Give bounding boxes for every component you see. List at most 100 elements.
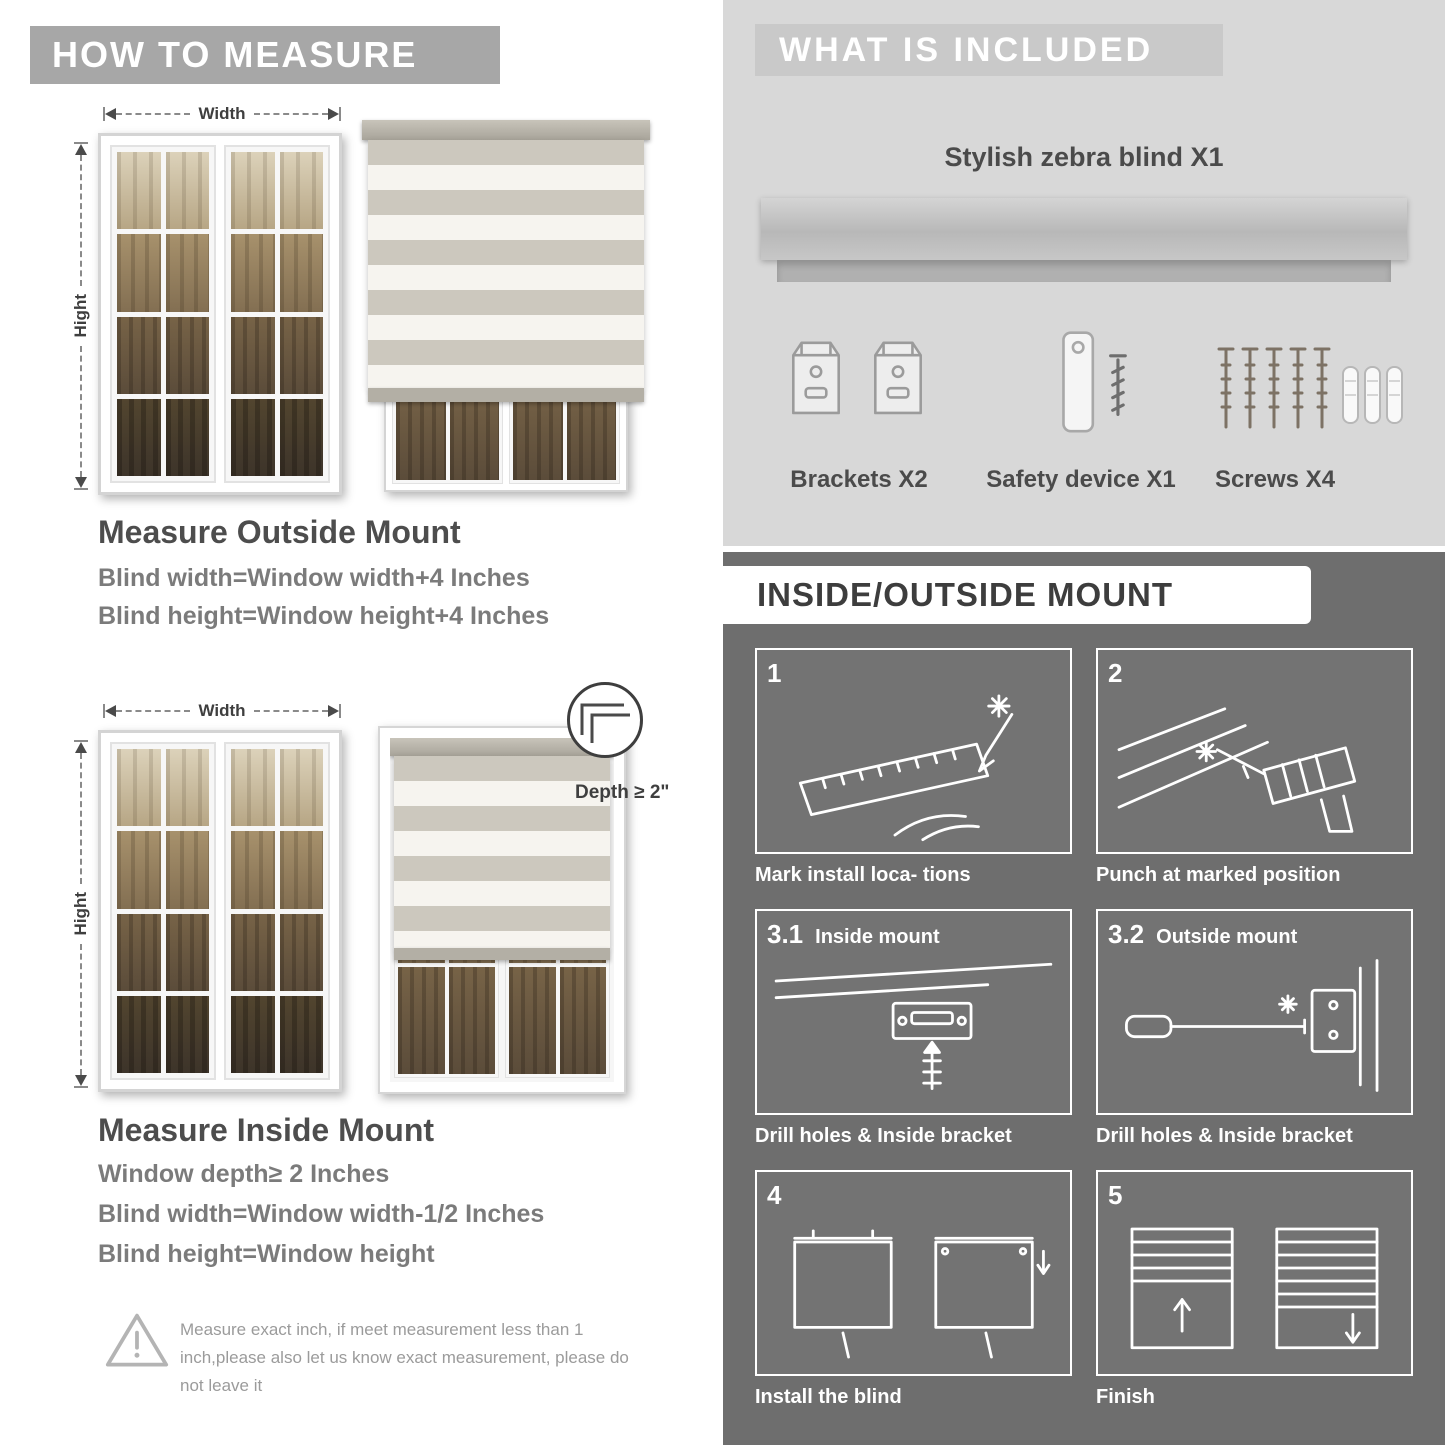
window-pane [231, 316, 275, 394]
step-number: 4 [767, 1180, 782, 1210]
blind-headrail [362, 120, 650, 140]
outside-width-formula: Blind width=Window width+4 Inches [98, 564, 530, 592]
window-pane [165, 398, 209, 476]
safety-device-icon [1053, 328, 1141, 443]
width-arrow-label: Width [198, 104, 246, 123]
measurement-warning-text: Measure exact inch, if meet measurement … [180, 1320, 629, 1396]
window-pane [165, 234, 209, 312]
inside-width-arrow: Width [103, 701, 341, 720]
outside-height-formula: Blind height=Window height+4 Inches [98, 602, 550, 630]
inside-height-formula: Blind height=Window height [98, 1240, 435, 1268]
window-pane [398, 967, 445, 1074]
safety-device-label: Safety device X1 [986, 466, 1176, 493]
step-number: 1 [767, 658, 782, 688]
zebra-fabric-stripes [368, 140, 644, 388]
blind-headrail [390, 738, 614, 756]
step-1-illustration-box: 1 [755, 648, 1072, 854]
frame-corner-icon [580, 703, 630, 743]
what-is-included-header: WHAT IS INCLUDED [755, 24, 1223, 76]
step-label: Inside mount [815, 926, 940, 948]
arrow-left-icon [105, 108, 116, 120]
install-step-4: 4 [755, 1170, 1072, 1409]
inside-width-formula: Blind width=Window width-1/2 Inches [98, 1200, 545, 1228]
window-pane [231, 913, 275, 991]
window-pane [165, 831, 209, 909]
step-number: 2 [1108, 658, 1123, 688]
window-pane [117, 152, 161, 230]
inside-bracket-illustration [765, 945, 1062, 1107]
how-to-measure-header: HOW TO MEASURE [30, 26, 500, 84]
step-5-illustration-box: 5 [1096, 1170, 1413, 1376]
height-arrow-label: Hight [71, 294, 90, 338]
how-to-measure-section: HOW TO MEASURE Width Hight [0, 0, 712, 1445]
window-pane [279, 749, 323, 827]
window-pane [231, 398, 275, 476]
step-2-illustration-box: 2 [1096, 648, 1413, 854]
window-pane [117, 234, 161, 312]
install-step-5: 5 [1096, 1170, 1413, 1409]
depth-callout-circle [567, 682, 643, 758]
arrow-down-icon [75, 477, 87, 488]
measure-inside-mount-title: Measure Inside Mount [98, 1112, 435, 1148]
how-to-measure-title: HOW TO MEASURE [52, 34, 418, 75]
what-is-included-title: WHAT IS INCLUDED [779, 30, 1154, 69]
window-pane [279, 995, 323, 1073]
window-pane [279, 398, 323, 476]
install-step-3-1: 3.1 Inside mount [755, 909, 1072, 1148]
window-pane [559, 967, 606, 1074]
window-pane [117, 995, 161, 1073]
inside-height-arrow: Hight [70, 740, 92, 1088]
outside-bracket-illustration [1106, 945, 1403, 1107]
brackets-label: Brackets X2 [790, 466, 928, 493]
window-pane [279, 152, 323, 230]
window-pane [231, 234, 275, 312]
window-photo-outside [98, 133, 342, 495]
outside-width-arrow: Width [103, 104, 341, 123]
step-caption: Punch at marked position [1096, 864, 1341, 886]
drill-punch-illustration [1106, 684, 1403, 846]
step-label: Outside mount [1156, 926, 1298, 948]
window-pane [279, 831, 323, 909]
installation-steps-grid: 1 [755, 648, 1413, 1409]
window-sash [224, 145, 330, 483]
zebra-blind-product-image [761, 198, 1407, 260]
window-pane [165, 913, 209, 991]
screws-icon [1209, 334, 1409, 451]
zebra-blind-inside-illustration [378, 726, 626, 1094]
step-number: 3.1 [767, 919, 804, 949]
arrow-down-icon [75, 1075, 87, 1086]
warning-icon [104, 1310, 170, 1372]
install-step-2: 2 [1096, 648, 1413, 887]
mount-section-title: INSIDE/OUTSIDE MOUNT [757, 576, 1174, 613]
window-pane [231, 995, 275, 1073]
window-pane [509, 967, 556, 1074]
arrow-up-icon [75, 742, 87, 753]
step-caption: Finish [1096, 1386, 1155, 1408]
zebra-blind-outside-illustration [362, 120, 650, 492]
window-pane [165, 749, 209, 827]
window-pane [165, 316, 209, 394]
step-caption: Drill holes & Inside bracket [1096, 1125, 1353, 1147]
inside-depth-rule: Window depth≥ 2 Inches [98, 1160, 390, 1188]
blind-bottomrail [394, 948, 610, 960]
window-pane [231, 831, 275, 909]
window-pane [279, 234, 323, 312]
arrow-right-icon [328, 108, 339, 120]
screws-label: Screws X4 [1214, 466, 1336, 493]
outside-height-arrow: Hight [70, 142, 92, 490]
arrow-right-icon [328, 705, 339, 717]
step-caption: Install the blind [755, 1386, 902, 1408]
window-pane [117, 913, 161, 991]
measure-outside-mount-title: Measure Outside Mount [98, 514, 461, 550]
install-blind-illustration [765, 1206, 1062, 1368]
step-number: 3.2 [1108, 919, 1145, 949]
window-pane [117, 749, 161, 827]
step-3-1-illustration-box: 3.1 Inside mount [755, 909, 1072, 1115]
window-sash [110, 742, 216, 1080]
width-arrow-label: Width [198, 701, 246, 720]
step-3-2-illustration-box: 3.2 Outside mount [1096, 909, 1413, 1115]
mark-location-illustration [765, 684, 1062, 846]
window-sash [110, 145, 216, 483]
height-arrow-label: Hight [71, 892, 90, 936]
